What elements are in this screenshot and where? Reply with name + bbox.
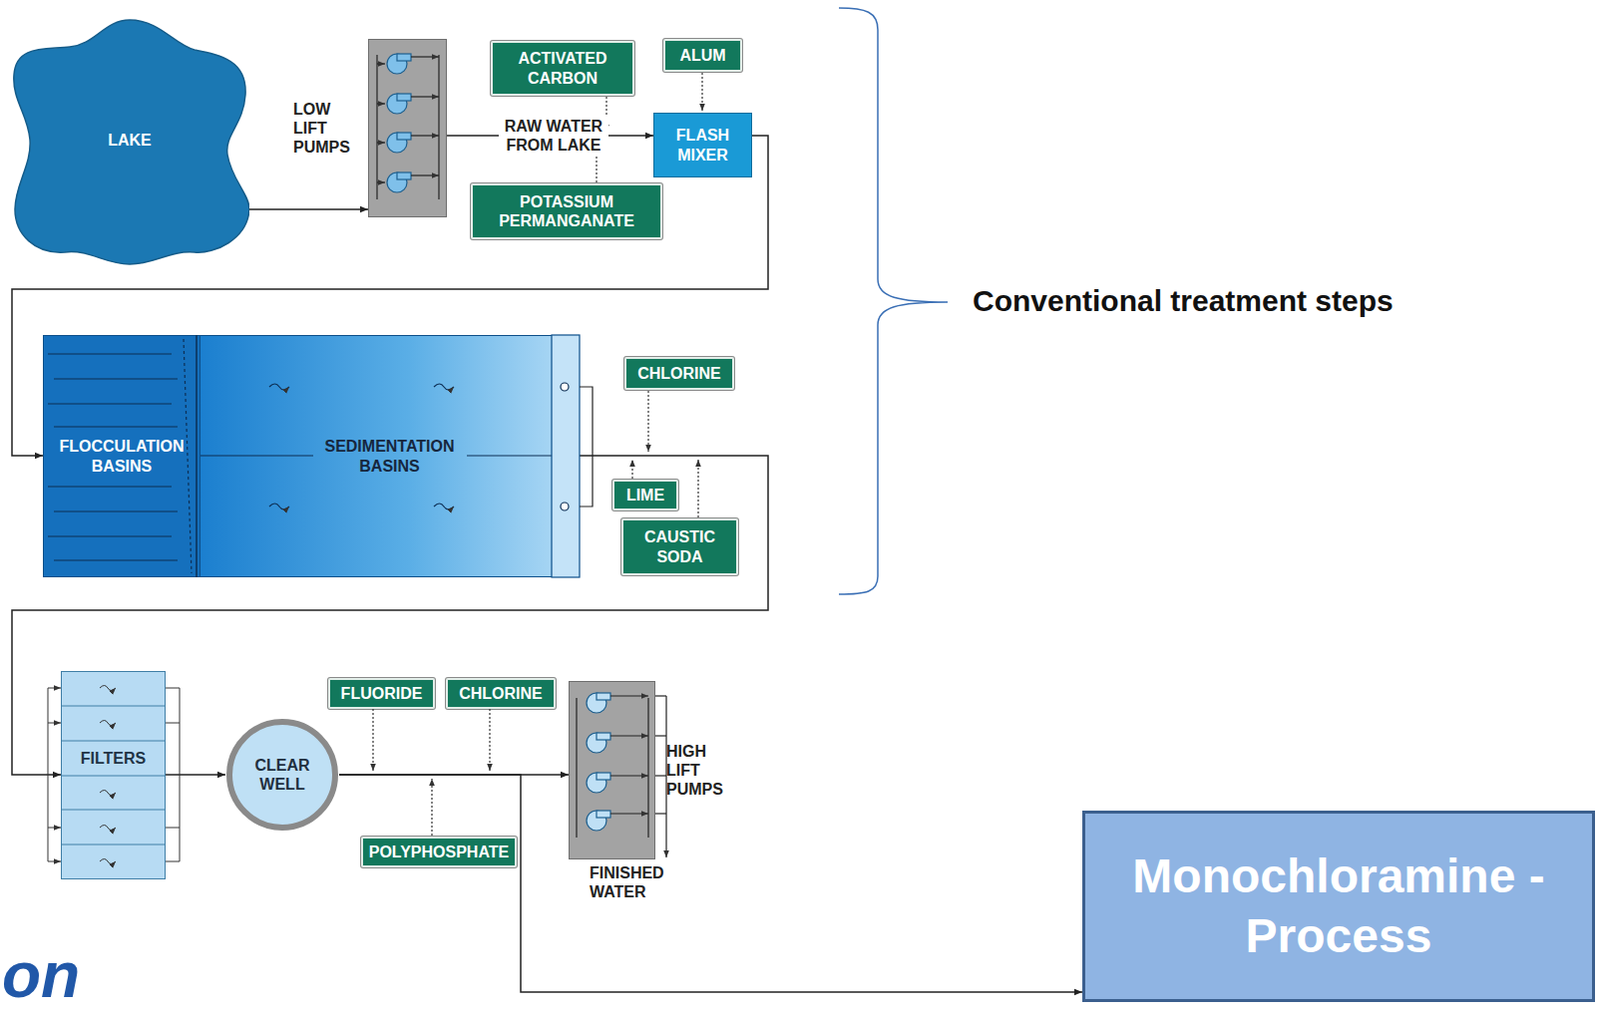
process-box: FLASH MIXER: [653, 112, 753, 178]
chemical-box: ACTIVATED CARBON: [490, 40, 635, 96]
feed-lines: [373, 72, 703, 836]
edge-label: RAW WATER FROM LAKE: [498, 116, 609, 155]
node-text: POLYPHOSPHATE: [369, 842, 509, 862]
pump-icons: [576, 693, 667, 858]
node-text: POTASSIUM PERMANGANATE: [472, 192, 661, 231]
basin-box: SEDIMENTATION BASINS: [200, 335, 580, 578]
chemical-box: CHLORINE: [445, 678, 556, 710]
node-text: FLUORIDE: [341, 684, 423, 704]
station-heading: HIGH LIFT PUMPS: [666, 742, 737, 800]
chemical-box: CAUSTIC SODA: [621, 518, 739, 576]
clear-well: CLEAR WELL: [225, 718, 340, 832]
node-text: FLASH MIXER: [654, 125, 752, 164]
node-text: FILTERS: [80, 749, 146, 769]
pump-station: HIGH LIFT PUMPS: [568, 681, 656, 860]
node-text: CAUSTIC SODA: [623, 527, 737, 566]
node-text: LAKE: [107, 130, 152, 150]
filter-cells: [47, 686, 180, 865]
chemical-box: POTASSIUM PERMANGANATE: [470, 183, 663, 240]
logo-fragment: on: [1, 943, 80, 1008]
node-text: SEDIMENTATION BASINS: [315, 436, 465, 475]
basin-internals: [47, 335, 580, 578]
node-text: Monochloramine - Process: [1124, 846, 1554, 967]
node-text: ACTIVATED CARBON: [492, 48, 633, 87]
pump-station: LOW LIFT PUMPS: [368, 38, 447, 218]
node-text: CHLORINE: [458, 684, 543, 704]
pump-icons: [377, 53, 439, 200]
basin-outlets: [579, 387, 593, 507]
node-text: FLOCCULATION BASINS: [51, 436, 192, 475]
output-label: FINISHED WATER: [589, 863, 665, 902]
well-outline: [225, 718, 340, 832]
lake-shape: LAKE: [9, 14, 250, 267]
pipe-connector: [165, 774, 226, 777]
chemical-box: POLYPHOSPHATE: [361, 836, 517, 868]
bracket: [838, 7, 948, 595]
node-text: ALUM: [679, 45, 726, 65]
filter-bank: FILTERS: [60, 671, 166, 880]
chemical-box: ALUM: [663, 38, 743, 72]
node-text: CLEAR WELL: [237, 756, 328, 795]
pipe-connector: [339, 775, 1083, 993]
pipe-connector: [249, 208, 369, 211]
node-text: LIME: [626, 485, 665, 505]
station-heading: LOW LIFT PUMPS: [293, 99, 364, 158]
chemical-box: LIME: [612, 479, 679, 511]
chemical-box: FLUORIDE: [328, 678, 435, 710]
process-box: Monochloramine - Process: [1082, 810, 1596, 1003]
bracket-label: Conventional treatment steps: [972, 283, 1394, 320]
chemical-box: CHLORINE: [624, 357, 735, 391]
node-text: CHLORINE: [637, 364, 722, 384]
basin-box: FLOCCULATION BASINS: [42, 335, 201, 578]
